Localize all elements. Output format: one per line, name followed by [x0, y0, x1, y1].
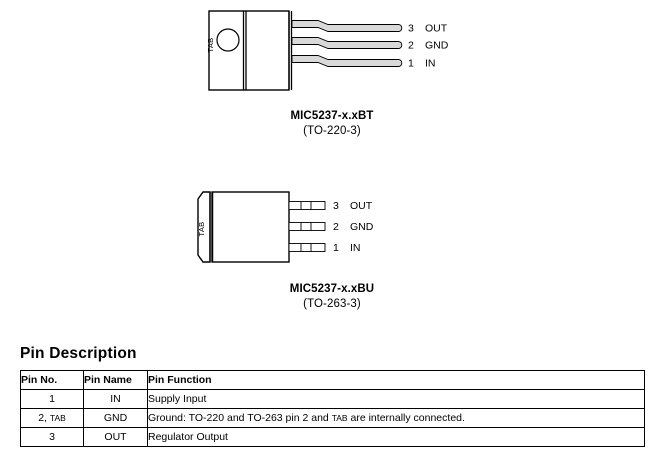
to263-package-code: (TO-263-3)	[303, 298, 361, 310]
to263-lead-2	[288, 222, 326, 231]
cell-function-pre: Ground: TO-220 and TO-263 pin 2 and	[148, 412, 332, 424]
to220-pin-number-1: 1	[408, 58, 414, 70]
pin-description-heading: Pin Description	[20, 345, 137, 362]
to220-lead-1	[291, 55, 403, 67]
to263-pin-number-2: 2	[333, 221, 339, 233]
cell-pin-name: IN	[83, 389, 148, 409]
to263-pin-label-1: IN	[350, 242, 361, 254]
table-header-row: Pin No. Pin Name Pin Function	[20, 370, 645, 390]
to263-drawing: TAB 3 OUT 2 GND 1 IN	[197, 191, 374, 263]
cell-function-tab: TAB	[331, 413, 348, 423]
column-header-pin-name: Pin Name	[83, 370, 148, 390]
cell-pin-no-text: 1	[49, 393, 55, 405]
to220-pin-label-1: IN	[425, 58, 436, 70]
pin-description-table: Pin No. Pin Name Pin Function 1 IN Suppl…	[20, 370, 645, 447]
to220-pin-number-2: 2	[408, 40, 414, 52]
cell-function-pre: Supply Input	[148, 393, 207, 405]
column-header-pin-function: Pin Function	[147, 370, 645, 390]
cell-pin-no: 3	[20, 427, 84, 447]
to263-lead-3	[288, 201, 326, 210]
to220-part-number: MIC5237-x.xBT	[290, 110, 374, 122]
to220-pin-number-3: 3	[408, 23, 414, 35]
cell-pin-name: OUT	[83, 427, 148, 447]
cell-pin-no-text: 2,	[38, 412, 50, 424]
cell-pin-no: 2, TAB	[20, 408, 84, 428]
to220-pin-label-2: GND	[425, 40, 449, 52]
to263-lead-1	[288, 243, 326, 252]
cell-pin-no-tab: TAB	[49, 413, 66, 423]
table-row: 2, TAB GND Ground: TO-220 and TO-263 pin…	[20, 408, 645, 428]
table-row: 3 OUT Regulator Output	[20, 427, 645, 447]
column-header-pin-no: Pin No.	[20, 370, 84, 390]
to220-caption: MIC5237-x.xBT (TO-220-3)	[0, 109, 664, 139]
to263-tab-label: TAB	[197, 222, 206, 237]
cell-pin-no-text: 3	[49, 431, 55, 443]
package-diagram-to263: TAB 3 OUT 2 GND 1 IN MIC5237-x.xBU (TO-2…	[0, 175, 664, 312]
to263-caption: MIC5237-x.xBU (TO-263-3)	[0, 282, 664, 312]
to263-pin-label-2: GND	[350, 221, 374, 233]
cell-pin-function: Supply Input	[147, 389, 645, 409]
to220-package-code: (TO-220-3)	[303, 125, 361, 137]
cell-pin-no: 1	[20, 389, 84, 409]
cell-function-post: are internally connected.	[347, 412, 465, 424]
cell-pin-function: Regulator Output	[147, 427, 645, 447]
to263-pin-number-1: 1	[333, 242, 339, 254]
cell-pin-function: Ground: TO-220 and TO-263 pin 2 and TAB …	[147, 408, 645, 428]
to263-body	[211, 191, 290, 263]
to220-pin-label-3: OUT	[425, 23, 448, 35]
to263-pin-label-3: OUT	[350, 200, 373, 212]
to220-lead-2	[291, 37, 403, 49]
cell-pin-name: GND	[83, 408, 148, 428]
package-diagram-to220: TAB 3 OUT 2 GND 1 IN MIC5237-x.xBT (TO-2…	[0, 0, 664, 139]
to263-part-number: MIC5237-x.xBU	[289, 283, 375, 295]
to263-pin-number-3: 3	[333, 200, 339, 212]
pin-description-section: Pin Description Pin No. Pin Name Pin Fun…	[20, 345, 645, 447]
to220-lead-3	[291, 20, 403, 32]
to220-body	[208, 10, 290, 91]
to220-drawing: TAB 3 OUT 2 GND 1 IN	[206, 10, 449, 91]
cell-function-pre: Regulator Output	[148, 431, 228, 443]
to220-mounting-hole	[216, 28, 240, 52]
table-row: 1 IN Supply Input	[20, 389, 645, 409]
to220-tab-label: TAB	[206, 38, 215, 53]
